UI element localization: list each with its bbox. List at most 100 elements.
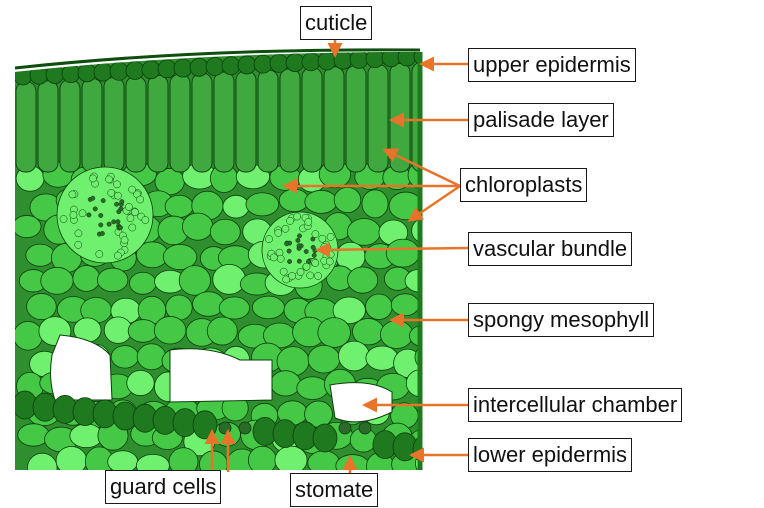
upper-epidermis-cell xyxy=(254,55,272,73)
palisade-cell xyxy=(126,77,146,172)
vascular-cell xyxy=(326,258,333,265)
palisade-cell xyxy=(368,65,388,172)
spongy-cell xyxy=(207,317,237,345)
palisade-cell xyxy=(390,63,410,172)
vascular-cell xyxy=(305,218,312,225)
spongy-cell xyxy=(137,344,166,370)
spongy-cell xyxy=(27,453,57,482)
palisade-cell xyxy=(302,68,322,172)
spongy-cell xyxy=(338,341,369,371)
vascular-cell xyxy=(265,236,272,243)
vascular-cell xyxy=(114,202,118,206)
spongy-cell xyxy=(347,219,380,246)
label-vascular-bundle: vascular bundle xyxy=(468,232,632,266)
spongy-cell xyxy=(18,424,49,446)
spongy-cell xyxy=(26,244,55,266)
vascular-cell xyxy=(327,251,334,258)
vascular-cell xyxy=(288,272,295,279)
vascular-cell xyxy=(89,175,96,182)
spongy-cell xyxy=(318,318,351,348)
vascular-cell xyxy=(117,209,121,213)
upper-epidermis-cell xyxy=(126,61,144,79)
guard-cell xyxy=(339,422,351,434)
spongy-cell xyxy=(13,321,42,350)
spongy-cell xyxy=(210,219,240,245)
vascular-cell xyxy=(297,268,304,275)
vascular-cell xyxy=(69,191,76,198)
spongy-cell xyxy=(246,193,279,216)
vascular-cell xyxy=(287,249,291,253)
spongy-cell xyxy=(219,297,249,319)
palisade-cell xyxy=(16,82,36,172)
vascular-cell xyxy=(108,189,115,196)
vascular-cell xyxy=(99,223,103,227)
spongy-cell xyxy=(165,195,193,217)
label-stomate: stomate xyxy=(290,473,378,507)
palisade-cell xyxy=(38,81,58,172)
vascular-cell xyxy=(96,250,103,257)
spongy-cell xyxy=(347,267,377,293)
upper-epidermis-cell xyxy=(238,56,256,74)
vascular-cell xyxy=(70,211,77,218)
upper-epidermis-cell xyxy=(206,58,224,76)
label-upper-epidermis: upper epidermis xyxy=(468,48,636,82)
upper-epidermis-cell xyxy=(222,57,240,75)
vascular-cell xyxy=(293,213,300,220)
vascular-cell xyxy=(101,198,105,202)
upper-epidermis-cell xyxy=(110,62,128,80)
vascular-cell xyxy=(129,186,136,193)
vascular-cell xyxy=(118,225,122,229)
spongy-cell xyxy=(275,446,307,474)
palisade-cell xyxy=(236,71,256,172)
vascular-cell xyxy=(287,259,291,263)
vascular-cell xyxy=(312,259,319,266)
vascular-cell xyxy=(114,192,121,199)
spongy-cell xyxy=(334,187,361,212)
vascular-cell xyxy=(121,237,128,244)
vascular-cell xyxy=(277,255,284,262)
spongy-cell xyxy=(380,320,412,348)
vascular-cell xyxy=(112,220,116,224)
vascular-cell xyxy=(142,216,149,223)
spongy-cell xyxy=(412,218,439,244)
spongy-cell xyxy=(352,318,384,344)
upper-epidermis-cell xyxy=(78,64,96,82)
spongy-cell xyxy=(73,265,100,291)
vascular-cell xyxy=(120,199,124,203)
vascular-cell xyxy=(107,222,111,226)
vascular-cell xyxy=(287,217,294,224)
vascular-cell xyxy=(312,230,319,237)
spongy-cell xyxy=(41,267,74,294)
spongy-cell xyxy=(386,239,419,267)
spongy-cell xyxy=(409,325,440,347)
vascular-bundle-left xyxy=(57,167,153,263)
spongy-cell xyxy=(97,268,128,292)
spongy-cell xyxy=(362,190,388,218)
vascular-cell xyxy=(127,215,134,222)
upper-epidermis-cell xyxy=(190,58,208,76)
palisade-cell xyxy=(104,78,124,172)
vascular-cell xyxy=(137,196,144,203)
upper-epidermis-cell xyxy=(302,53,320,71)
vascular-cell xyxy=(312,253,316,257)
spongy-cell xyxy=(305,190,337,213)
vascular-cell xyxy=(114,252,121,259)
palisade-cell xyxy=(324,67,344,172)
vascular-cell xyxy=(91,196,95,200)
upper-epidermis-cell xyxy=(30,66,48,84)
vascular-cell xyxy=(311,245,315,249)
vascular-cell xyxy=(282,225,289,232)
spongy-cell xyxy=(297,377,329,400)
upper-epidermis-cell xyxy=(46,65,64,83)
vascular-cell xyxy=(93,207,97,211)
spongy-cell xyxy=(308,451,340,475)
vascular-cell xyxy=(275,229,282,236)
spongy-cell xyxy=(421,395,451,425)
vascular-cell xyxy=(280,268,287,275)
spongy-cell xyxy=(111,346,138,369)
vascular-cell xyxy=(100,231,104,235)
vascular-cell xyxy=(297,244,301,248)
spongy-cell xyxy=(179,266,210,296)
